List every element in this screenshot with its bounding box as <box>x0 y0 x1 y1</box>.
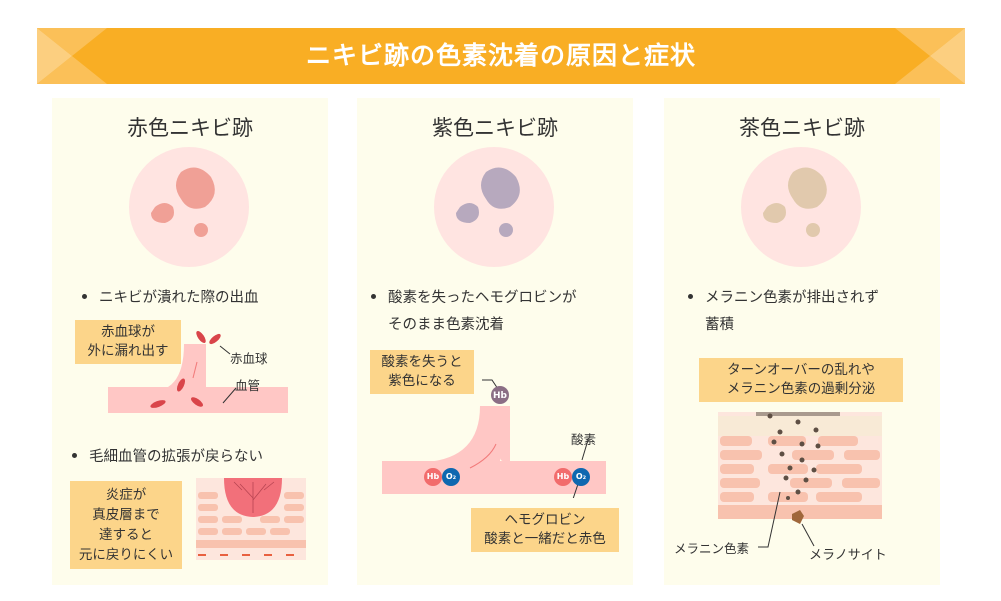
dermis-layer-illustration <box>196 478 306 560</box>
red-scar-skin-icon <box>129 147 249 267</box>
hemoglobin-vessel-illustration <box>382 379 606 498</box>
bullet-item: ニキビが潰れた際の出血 <box>82 285 259 312</box>
callout-lose-oxygen: 酸素を失うと紫色になる <box>370 350 474 394</box>
o2-badge: O₂ <box>442 468 460 486</box>
purple-scar-skin-icon <box>434 147 554 267</box>
page-title: ニキビ跡の色素沈着の原因と症状 <box>305 41 696 70</box>
blood-vessel-illustration <box>108 331 288 413</box>
label-melanocyte: メラノサイト <box>809 548 887 563</box>
banner-right-decoration <box>895 28 965 84</box>
panel-title: 茶色ニキビ跡 <box>739 116 865 140</box>
skin-melanin-illustration <box>718 412 882 548</box>
panel-title: 紫色ニキビ跡 <box>432 116 558 140</box>
hb-deoxygenated-badge: Hb <box>493 391 507 401</box>
banner-left-decoration <box>37 28 107 84</box>
panel-title: 赤色ニキビ跡 <box>127 116 253 140</box>
callout-inflammation: 炎症が真皮層まで達すると元に戻りにくい <box>70 481 182 569</box>
callout-turnover: ターンオーバーの乱れやメラニン色素の過剰分泌 <box>699 358 903 402</box>
label-rbc: 赤血球 <box>230 351 268 366</box>
o2-badge: O₂ <box>572 468 590 486</box>
bullet-item: 酸素を失ったヘモグロビンが そのまま色素沈着 <box>371 285 577 339</box>
panel-brown-acne-scar: 茶色ニキビ跡 メラニン色素が排出されず 蓄積 ターンオーバーの乱れやメラニン色素… <box>664 98 940 585</box>
label-oxygen: 酸素 <box>571 432 597 447</box>
hb-badge: Hb <box>554 468 572 486</box>
label-vessel: 血管 <box>235 378 261 393</box>
bullet-item: メラニン色素が排出されず 蓄積 <box>688 285 879 339</box>
brown-scar-skin-icon <box>741 147 861 267</box>
bullet-item: 毛細血管の拡張が戻らない <box>72 444 263 471</box>
panel-red-acne-scar: 赤色ニキビ跡 ニキビが潰れた際の出血 赤血球が外に漏れ出す 赤血球 血管 毛細血… <box>52 98 328 585</box>
label-melanin: メラニン色素 <box>674 541 750 556</box>
title-banner: ニキビ跡の色素沈着の原因と症状 <box>37 28 965 84</box>
callout-hemoglobin: ヘモグロビン酸素と一緒だと赤色 <box>471 508 619 552</box>
panel-purple-acne-scar: 紫色ニキビ跡 酸素を失ったヘモグロビンが そのまま色素沈着 酸素を失うと紫色にな… <box>357 98 633 585</box>
hb-badge: Hb <box>424 468 442 486</box>
callout-rbc-leak: 赤血球が外に漏れ出す <box>75 320 181 364</box>
